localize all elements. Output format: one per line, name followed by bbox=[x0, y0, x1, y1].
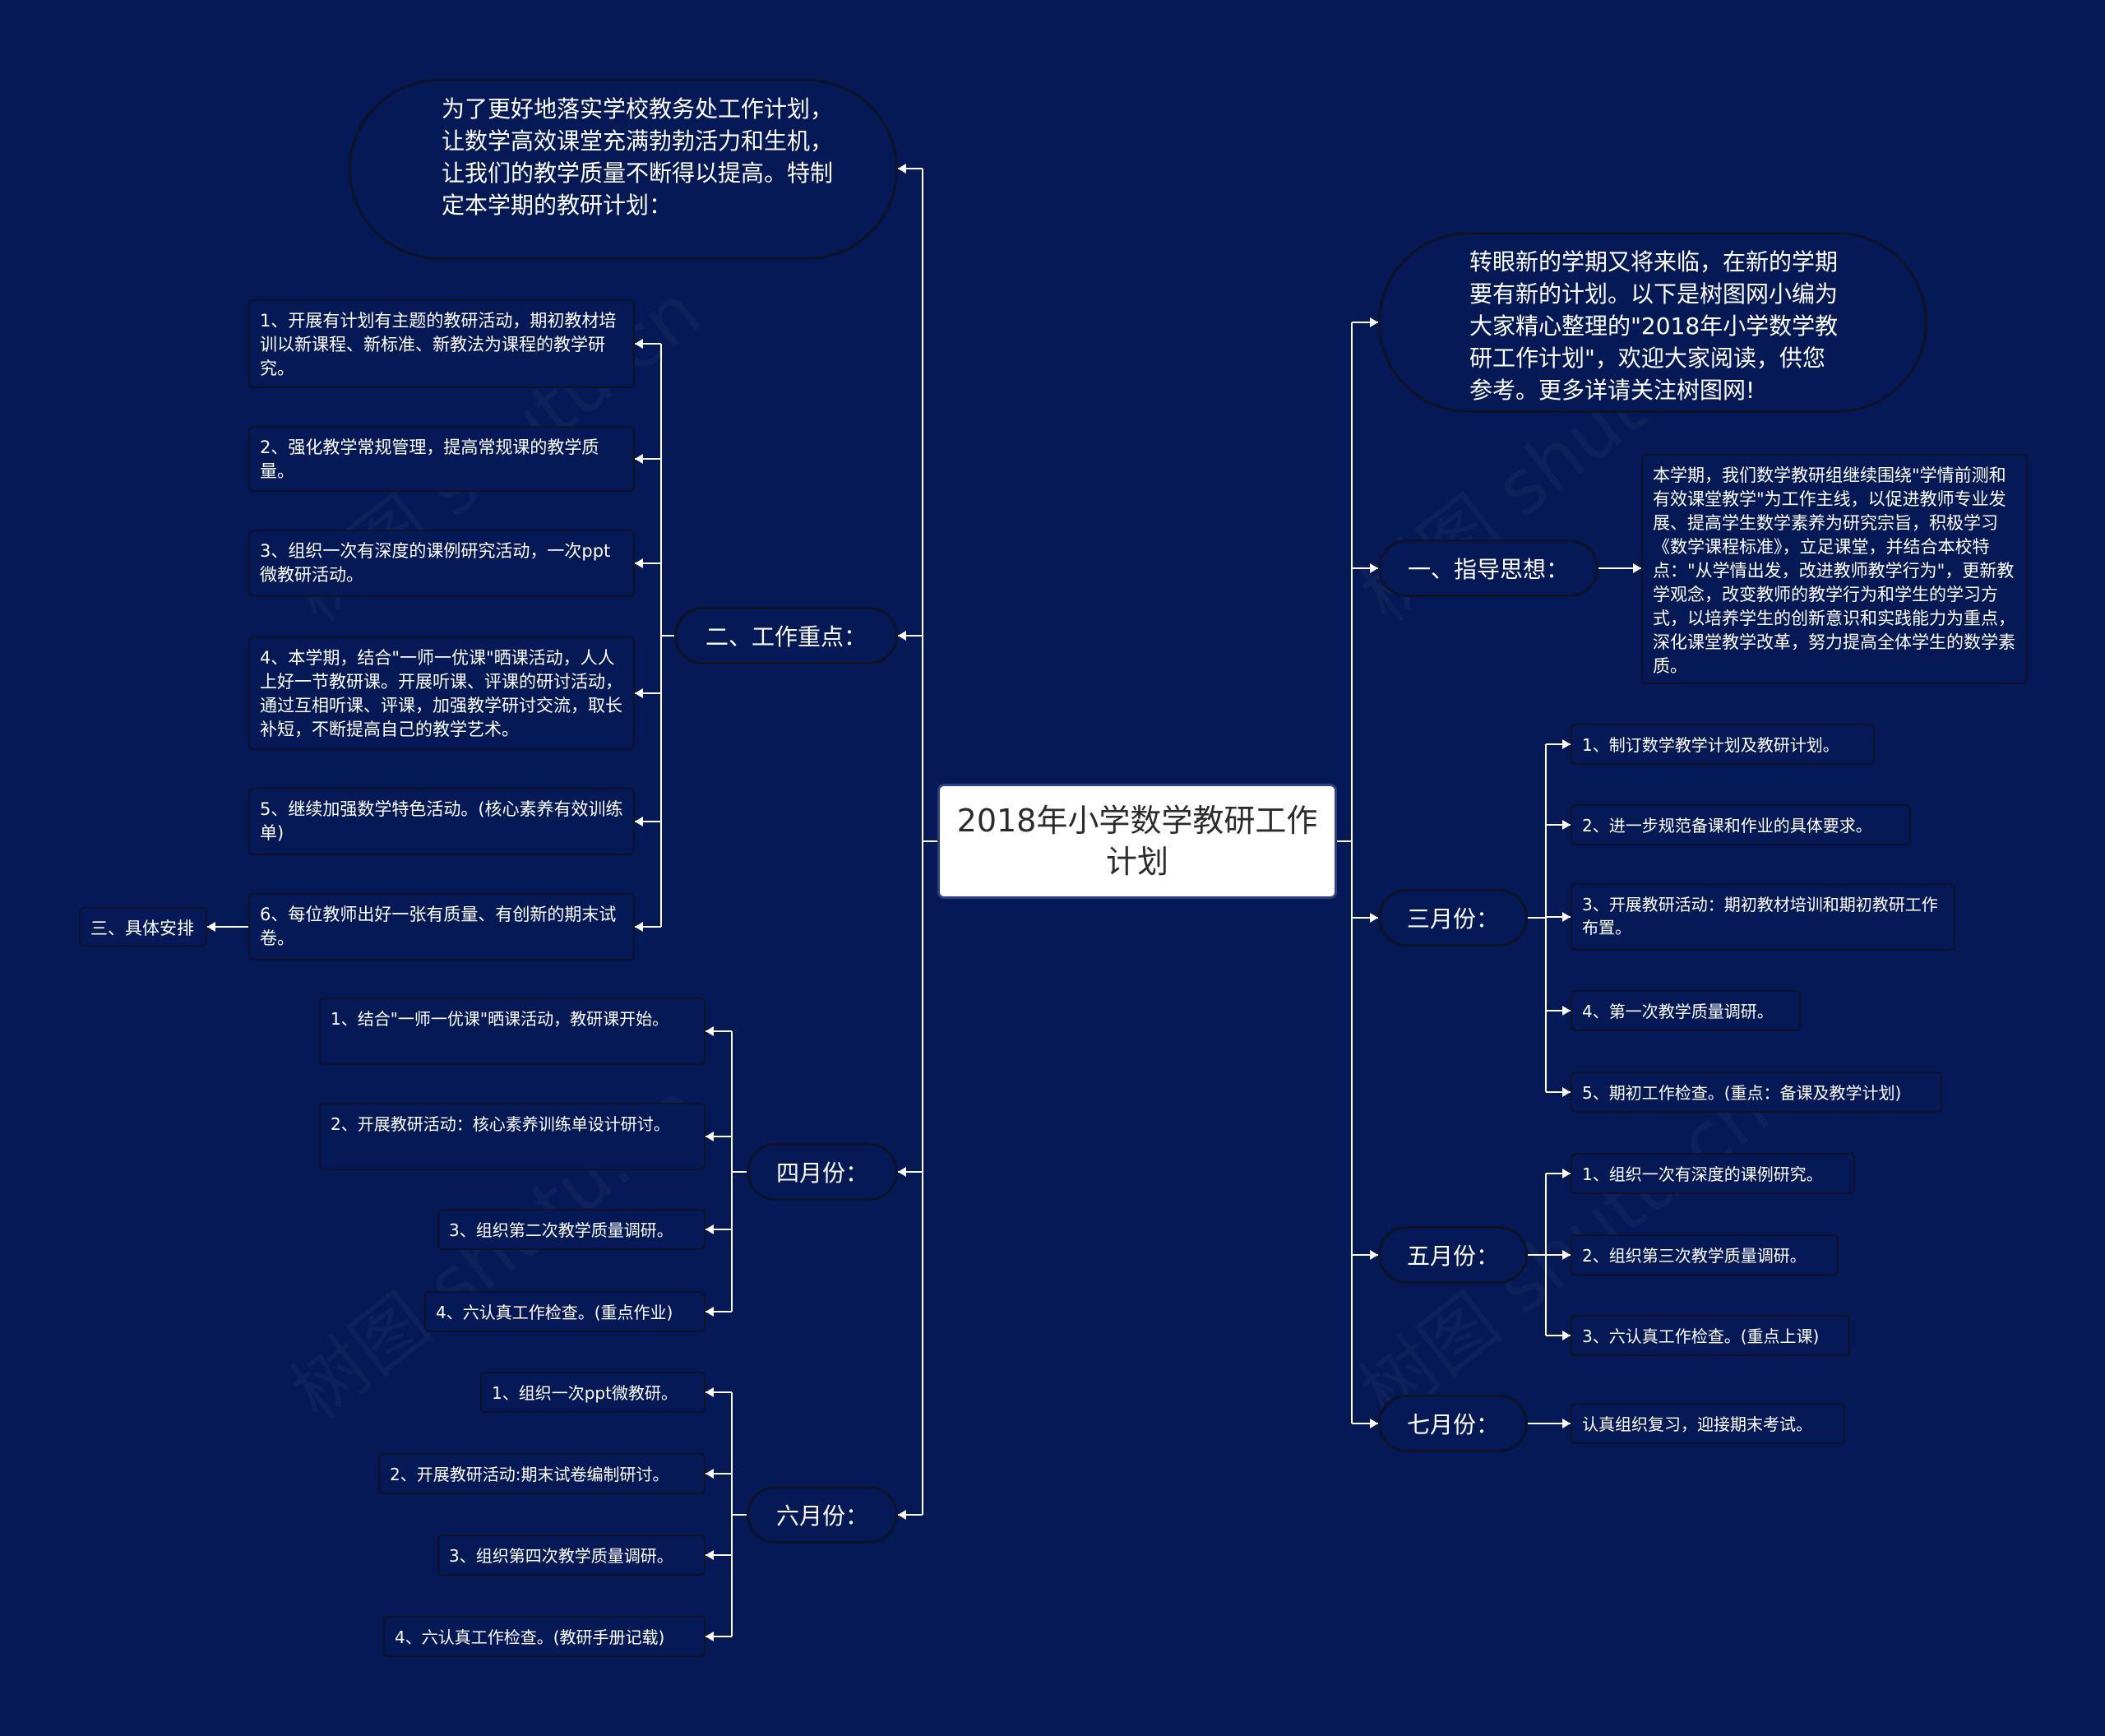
may-item[interactable]: 1、组织一次有深度的课例研究。 bbox=[1571, 1153, 1855, 1194]
arrowhead bbox=[1370, 563, 1378, 573]
focus-item[interactable]: 4、本学期，结合"一师一优课"晒课活动，人人上好一节教研课。开展听课、评课的研讨… bbox=[248, 637, 635, 750]
june-item[interactable]: 2、开展教研活动:期末试卷编制研讨。 bbox=[378, 1453, 706, 1494]
arrowhead bbox=[1370, 1419, 1378, 1428]
march-item[interactable]: 5、期初工作检查。(重点：备课及教学计划) bbox=[1571, 1072, 1942, 1113]
june-topic[interactable]: 六月份： bbox=[747, 1486, 898, 1544]
arrowhead bbox=[635, 817, 643, 826]
intro-left-text: 为了更好地落实学校教务处工作计划，让数学高效课堂充满勃勃活力和生机，让我们的教学… bbox=[442, 95, 834, 219]
arrowhead bbox=[706, 1224, 714, 1234]
arrowhead bbox=[1562, 912, 1571, 922]
march-item[interactable]: 2、进一步规范备课和作业的具体要求。 bbox=[1571, 804, 1911, 845]
arrowhead bbox=[1562, 1087, 1571, 1097]
focus-item[interactable]: 1、开展有计划有主题的教研活动，期初教材培训以新课程、新标准、新教法为课程的教学… bbox=[248, 299, 635, 388]
guiding-text[interactable]: 本学期，我们数学教研组继续围绕"学情前测和有效课堂教学"为工作主线，以促进教师专… bbox=[1641, 454, 2028, 684]
focus-item[interactable]: 6、每位教师出好一张有质量、有创新的期末试卷。 bbox=[248, 893, 635, 961]
arrowhead bbox=[635, 922, 643, 932]
arrowhead bbox=[635, 688, 643, 698]
arrowhead bbox=[1370, 913, 1378, 923]
june-item[interactable]: 3、组织第四次教学质量调研。 bbox=[437, 1535, 706, 1576]
arrowhead bbox=[706, 1387, 714, 1397]
may-item[interactable]: 3、六认真工作检查。(重点上课) bbox=[1571, 1315, 1850, 1356]
guiding-topic[interactable]: 一、指导思想： bbox=[1378, 539, 1598, 597]
may-topic[interactable]: 五月份： bbox=[1378, 1226, 1528, 1284]
arrowhead bbox=[898, 1510, 906, 1520]
arrowhead bbox=[706, 1469, 714, 1479]
july-item[interactable]: 认真组织复习，迎接期末考试。 bbox=[1571, 1403, 1845, 1444]
arrowhead bbox=[706, 1026, 714, 1036]
arrowhead bbox=[898, 164, 906, 174]
root-topic[interactable]: 2018年小学数学教研工作计划 bbox=[937, 784, 1337, 899]
arrowhead bbox=[1370, 1250, 1378, 1260]
arrowhead bbox=[1562, 1006, 1571, 1016]
arrowhead bbox=[635, 339, 643, 349]
arrowhead bbox=[706, 1632, 714, 1641]
arrowhead bbox=[706, 1307, 714, 1317]
focus-item[interactable]: 5、继续加强数学特色活动。(核心素养有效训练单) bbox=[248, 788, 635, 855]
arrowhead bbox=[1370, 317, 1378, 327]
arrowhead bbox=[706, 1132, 714, 1141]
march-item[interactable]: 3、开展教研活动：期初教材培训和期初教研工作布置。 bbox=[1571, 883, 1955, 951]
arrowhead bbox=[207, 922, 215, 932]
arrowhead bbox=[1562, 1419, 1571, 1428]
arrowhead bbox=[898, 631, 906, 641]
arrowhead bbox=[635, 454, 643, 464]
april-item[interactable]: 3、组织第二次教学质量调研。 bbox=[437, 1209, 706, 1250]
arrowhead bbox=[706, 1550, 714, 1560]
focus-topic[interactable]: 二、工作重点： bbox=[674, 607, 898, 664]
focus-item[interactable]: 2、强化教学常规管理，提高常规课的教学质量。 bbox=[248, 426, 635, 492]
arrowhead bbox=[1633, 563, 1641, 573]
june-item[interactable]: 4、六认真工作检查。(教研手册记载) bbox=[383, 1616, 706, 1657]
arrowhead bbox=[1562, 1331, 1571, 1340]
arrowhead bbox=[635, 558, 643, 568]
march-topic[interactable]: 三月份： bbox=[1378, 889, 1528, 947]
arrowhead bbox=[1562, 820, 1571, 830]
focus-item[interactable]: 3、组织一次有深度的课例研究活动，一次ppt微教研活动。 bbox=[248, 530, 635, 597]
intro-right-bubble[interactable]: 转眼新的学期又将来临，在新的学期要有新的计划。以下是树图网小编为大家精心整理的"… bbox=[1378, 232, 1927, 413]
arrowhead bbox=[898, 1167, 906, 1177]
april-topic[interactable]: 四月份： bbox=[747, 1143, 898, 1201]
july-topic[interactable]: 七月份： bbox=[1378, 1395, 1528, 1452]
march-item[interactable]: 4、第一次教学质量调研。 bbox=[1571, 990, 1801, 1031]
arrowhead bbox=[1562, 1250, 1571, 1260]
april-item[interactable]: 2、开展教研活动：核心素养训练单设计研讨。 bbox=[319, 1103, 706, 1170]
june-item[interactable]: 1、组织一次ppt微教研。 bbox=[480, 1372, 706, 1413]
intro-right-text: 转眼新的学期又将来临，在新的学期要有新的计划。以下是树图网小编为大家精心整理的"… bbox=[1469, 248, 1839, 404]
march-item[interactable]: 1、制订数学教学计划及教研计划。 bbox=[1571, 724, 1875, 765]
arrowhead bbox=[1562, 1169, 1571, 1178]
may-item[interactable]: 2、组织第三次教学质量调研。 bbox=[1571, 1234, 1839, 1275]
arrowhead bbox=[1562, 739, 1571, 749]
intro-left-bubble[interactable]: 为了更好地落实学校教务处工作计划，让数学高效课堂充满勃勃活力和生机，让我们的教学… bbox=[349, 79, 898, 260]
april-item[interactable]: 4、六认真工作检查。(重点作业) bbox=[424, 1291, 706, 1332]
focus-sub-item[interactable]: 三、具体安排 bbox=[79, 907, 207, 947]
april-item[interactable]: 1、结合"一师一优课"晒课活动，教研课开始。 bbox=[319, 998, 706, 1065]
